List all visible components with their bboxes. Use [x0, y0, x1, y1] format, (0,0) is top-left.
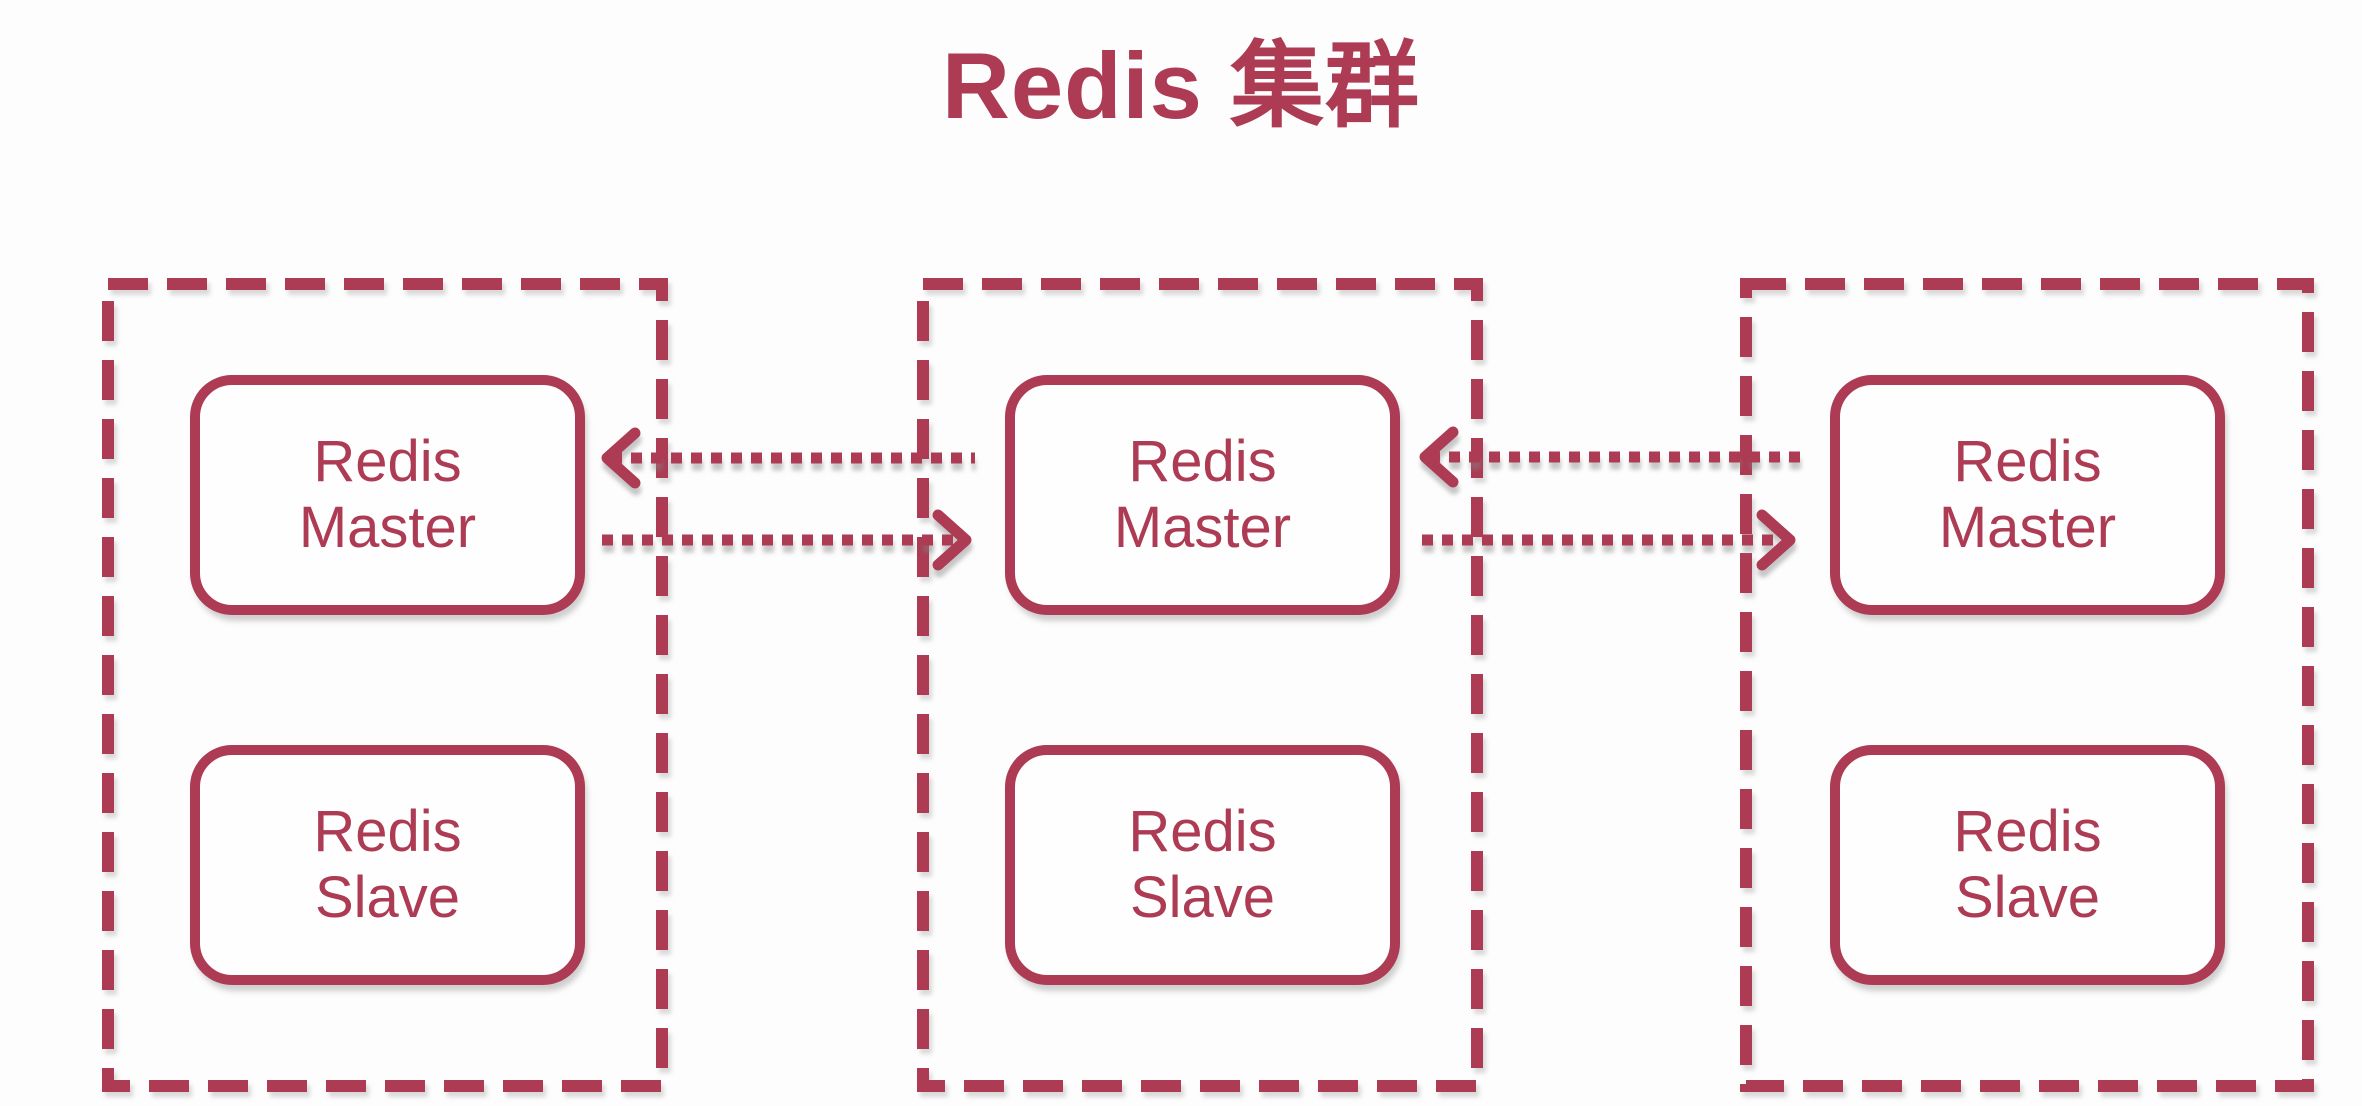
cluster-1-slave-node: Redis Slave — [190, 745, 585, 985]
replication-arrow-master1-to-master2 — [602, 509, 972, 571]
replication-arrow-master2-to-master1 — [601, 427, 975, 489]
cluster-3-master-node: Redis Master — [1830, 375, 2225, 615]
cluster-2-dashed-border — [917, 278, 1483, 1092]
cluster-1: Redis Master Redis Slave — [102, 278, 668, 1092]
cluster-2-slave-label: Redis Slave — [1128, 799, 1277, 930]
cluster-1-master-node: Redis Master — [190, 375, 585, 615]
cluster-1-master-label: Redis Master — [298, 429, 477, 560]
diagram-title: Redis 集群 — [941, 33, 1421, 138]
cluster-3-slave-node: Redis Slave — [1830, 745, 2225, 985]
cluster-1-slave-label: Redis Slave — [313, 799, 462, 930]
cluster-2-master-node: Redis Master — [1005, 375, 1400, 615]
cluster-2-slave-node: Redis Slave — [1005, 745, 1400, 985]
cluster-2-master-label: Redis Master — [1113, 429, 1292, 560]
cluster-3-master-label: Redis Master — [1938, 429, 2117, 560]
cluster-1-dashed-border — [102, 278, 668, 1092]
cluster-2: Redis Master Redis Slave — [917, 278, 1483, 1092]
replication-arrow-master3-to-master2 — [1419, 426, 1805, 488]
cluster-3-slave-label: Redis Slave — [1953, 799, 2102, 930]
cluster-3: Redis Master Redis Slave — [1740, 278, 2314, 1092]
cluster-3-dashed-border — [1740, 278, 2314, 1092]
replication-arrow-master2-to-master3 — [1422, 509, 1796, 571]
